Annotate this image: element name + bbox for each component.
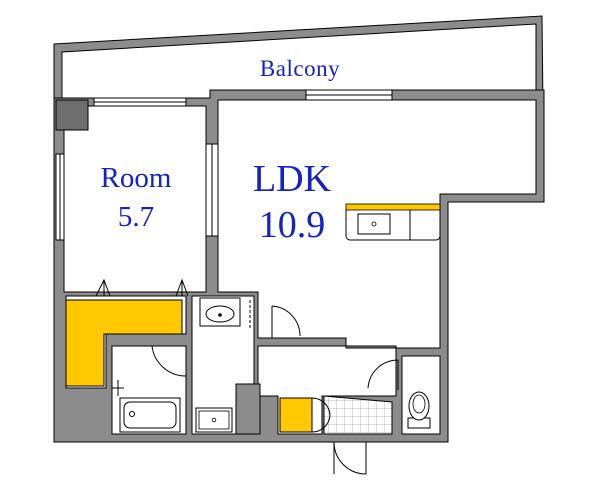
partition-wall xyxy=(235,383,261,435)
room-name: Room xyxy=(100,162,172,194)
kitchen-counter xyxy=(345,203,441,241)
door-closet-entry xyxy=(311,397,331,433)
building-walls xyxy=(53,89,545,443)
doors xyxy=(95,278,399,475)
ldk-size: 10.9 xyxy=(258,204,326,246)
door-entry xyxy=(333,441,367,475)
ldk-name: LDK xyxy=(252,158,332,200)
closet-entry xyxy=(279,397,313,433)
washer-pan xyxy=(195,407,233,433)
balcony-label: Balcony xyxy=(259,56,341,81)
sink xyxy=(357,213,391,235)
entry-floor xyxy=(323,395,393,435)
closet-room xyxy=(65,299,183,387)
bathtub xyxy=(119,397,181,433)
closets xyxy=(65,299,313,433)
washroom xyxy=(195,297,251,433)
counter-edge xyxy=(345,203,441,211)
room-size: 5.7 xyxy=(117,201,155,233)
door-bath xyxy=(151,345,187,377)
toilet xyxy=(407,391,431,429)
door-wash xyxy=(271,305,301,337)
windows xyxy=(55,89,393,241)
outer-wall xyxy=(53,89,545,443)
door-toilet xyxy=(367,359,399,389)
pillar xyxy=(55,99,89,131)
bathroom xyxy=(112,380,181,433)
